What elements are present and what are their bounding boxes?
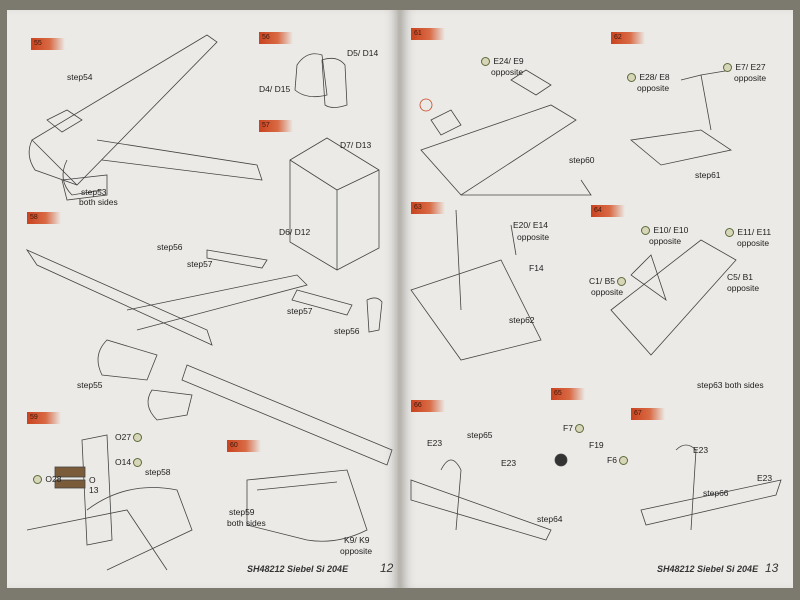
page-number-right: 13 [765, 561, 779, 575]
tail-drawing-65 [410, 453, 568, 541]
opposite-label-6: opposite [737, 238, 770, 248]
step-tag-64: 64 [591, 205, 625, 217]
right-page-drawings [410, 69, 782, 541]
right-page: 61 62 63 64 65 66 67 E24/ E9 opposite st… [401, 10, 793, 588]
k9-k9-label: K9/ K9 [344, 535, 370, 545]
o-label: O [89, 475, 96, 485]
f7-label: F7 [563, 423, 585, 434]
panel-drawing-56 [294, 53, 348, 108]
step55-label: step55 [77, 380, 103, 390]
aircraft-drawing-58 [25, 249, 393, 466]
wing-drawing-60 [246, 469, 368, 542]
step-tag-67: 67 [631, 408, 665, 420]
step-tag-66: 66 [411, 400, 445, 412]
step-tag-58: 58 [27, 212, 61, 224]
step59-label: step59 [229, 507, 255, 517]
opposite-label-4: opposite [517, 232, 550, 242]
step56-label-b: step56 [334, 326, 360, 336]
step57-label-b: step57 [287, 306, 313, 316]
step-tag-65: 65 [551, 388, 585, 400]
canopy-drawing-64 [610, 239, 737, 356]
n13-label: 13 [89, 485, 99, 495]
opposite-label-5: opposite [649, 236, 682, 246]
page-number-left: 12 [380, 561, 394, 575]
left-page-drawings [25, 34, 393, 571]
box-drawing-57 [289, 137, 380, 271]
step-tag-60: 60 [227, 440, 261, 452]
glue-icon [617, 277, 627, 287]
opposite-label-2: opposite [637, 83, 670, 93]
glue-icon [641, 226, 650, 236]
step54-label: step54 [67, 72, 93, 82]
glue-icon [133, 458, 143, 468]
step58-label: step58 [145, 467, 171, 477]
step-tag-57: 57 [259, 120, 293, 132]
step66-label: step66 [703, 488, 729, 498]
glue-icon [33, 475, 42, 485]
footer-left: SH48212 Siebel Si 204E [247, 564, 349, 574]
opposite-label-k: opposite [340, 546, 373, 556]
step-tag-55: 55 [31, 38, 65, 50]
c1-b5-label: C1/ B5 [589, 276, 627, 287]
cockpit-drawing-63 [410, 209, 542, 361]
step53-label: step53 [81, 187, 107, 197]
step62-label: step62 [509, 315, 535, 325]
step-tag-63: 63 [411, 202, 445, 214]
d5-d14-label: D5/ D14 [347, 48, 379, 58]
step56-label-a: step56 [157, 242, 183, 252]
booklet-spine [398, 10, 402, 588]
step64-label: step64 [537, 514, 563, 524]
e23-label-a: E23 [427, 438, 443, 448]
glue-icon [481, 57, 490, 67]
e20-e14-label: E20/ E14 [513, 220, 548, 230]
o28-label: O28 [33, 474, 61, 485]
cockpit-drawing-61 [419, 69, 592, 196]
step-tag-61: 61 [411, 28, 445, 40]
left-page: 55 56 57 58 59 60 step54 step53 both sid… [7, 10, 399, 588]
step63-label: step63 both sides [697, 380, 764, 390]
opposite-label-3: opposite [734, 73, 767, 83]
both-sides-label-2: both sides [227, 518, 266, 528]
fuselage-drawing-1 [28, 34, 263, 201]
step65-label: step65 [467, 430, 493, 440]
step60-label: step60 [569, 155, 595, 165]
glue-icon [723, 63, 732, 73]
e23-label-d: E23 [757, 473, 773, 483]
e23-label-b: E23 [501, 458, 517, 468]
step57-label-a: step57 [187, 259, 213, 269]
glue-icon [619, 456, 629, 466]
step61-label: step61 [695, 170, 721, 180]
d6-d12-label: D6/ D12 [279, 227, 311, 237]
e24-e9-label: E24/ E9 [481, 56, 524, 67]
step-tag-62: 62 [611, 32, 645, 44]
e10-e10-label: E10/ E10 [641, 225, 688, 236]
e28-e8-label: E28/ E8 [627, 72, 670, 83]
step-tag-59: 59 [27, 412, 61, 424]
f6-label: F6 [607, 455, 629, 466]
both-sides-label-1: both sides [79, 197, 118, 207]
d7-d13-label: D7/ D13 [340, 140, 372, 150]
c5-b1-label: C5/ B1 [727, 272, 753, 282]
glue-icon [575, 424, 585, 434]
e11-e11-label: E11/ E11 [725, 227, 771, 238]
opposite-label-1: opposite [491, 67, 524, 77]
detail-drawing-59 [26, 434, 193, 571]
o14-label: O14 [115, 457, 143, 468]
opposite-label-7: opposite [591, 287, 624, 297]
glue-icon [627, 73, 636, 83]
footer-right: SH48212 Siebel Si 204E [657, 564, 759, 574]
opposite-label-8: opposite [727, 283, 760, 293]
glue-icon [725, 228, 734, 238]
step-tag-56: 56 [259, 32, 293, 44]
instruction-booklet: 55 56 57 58 59 60 step54 step53 both sid… [7, 10, 793, 588]
f19-label: F19 [589, 440, 604, 450]
e7-e27-label: E7/ E27 [723, 62, 766, 73]
e23-label-c: E23 [693, 445, 709, 455]
f14-label: F14 [529, 263, 544, 273]
glue-icon [133, 433, 143, 443]
tail-drawing-67 [640, 444, 782, 531]
o27-label: O27 [115, 432, 143, 443]
d4-d15-label: D4/ D15 [259, 84, 291, 94]
